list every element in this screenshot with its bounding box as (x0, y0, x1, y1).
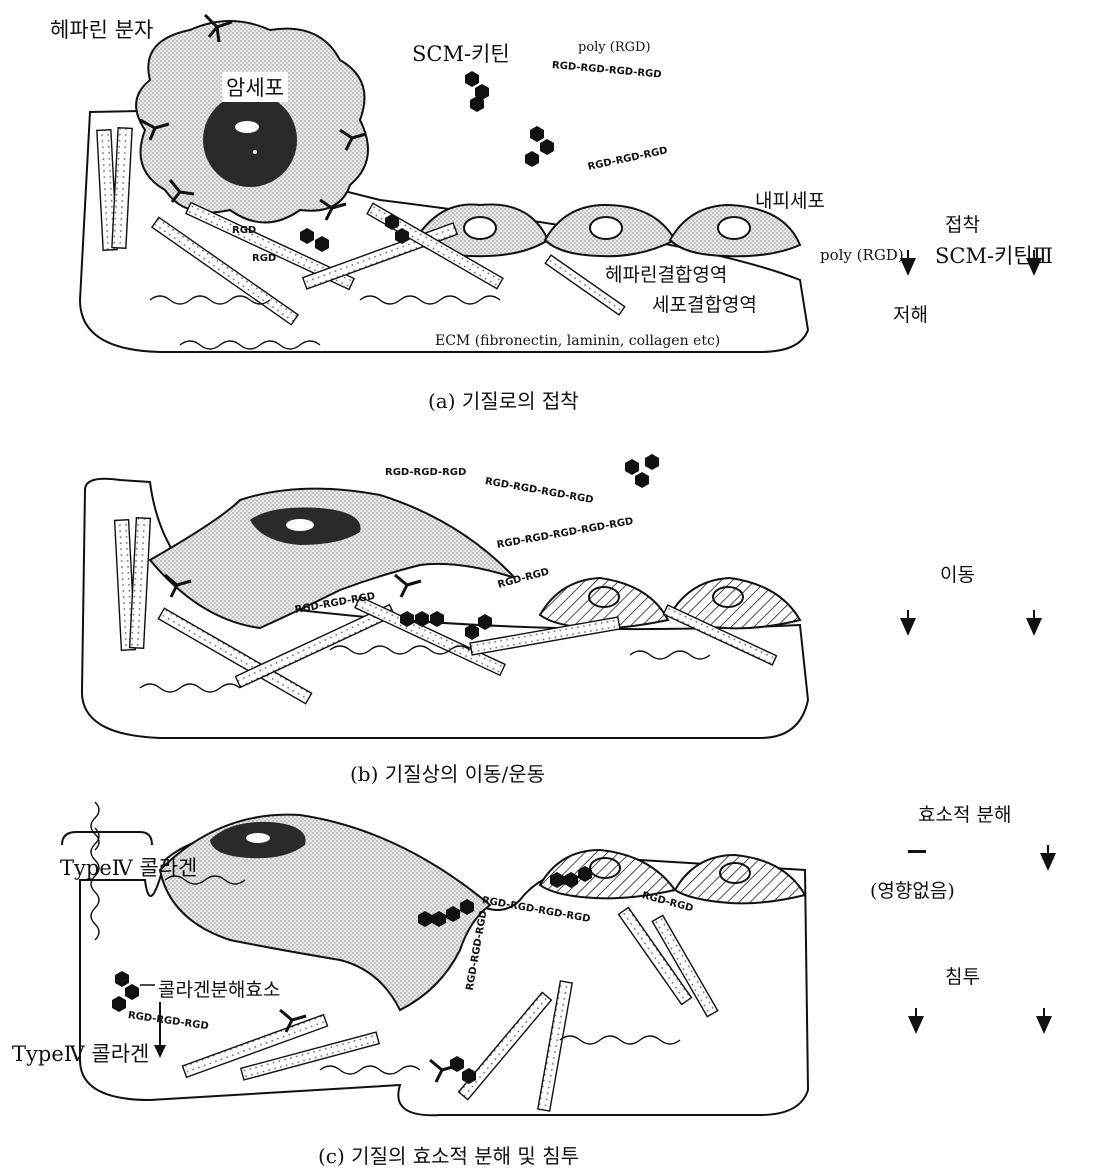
rgd-chain-b1: RGD-RGD-RGD (385, 467, 466, 478)
panel-b (82, 454, 808, 738)
cancer-cell-label: 암세포 (222, 72, 288, 102)
arrow-adhesion-col2 (1033, 250, 1035, 272)
endothelial-cell-label: 내피세포 (755, 186, 825, 213)
legend-enzymatic-degradation: 효소적 분해 (918, 800, 1011, 827)
legend-no-effect: (영향없음) (870, 876, 955, 903)
type4-collagen-bottom-label: TypeⅣ 콜라겐 (12, 1038, 149, 1068)
heparin-molecule-label: 헤파린 분자 (50, 14, 153, 44)
arrow-migration-col2 (1033, 610, 1035, 632)
arrow-adhesion-col1 (907, 250, 909, 272)
ecm-label: ECM (fibronectin, laminin, collagen etc) (435, 333, 720, 349)
caption-a: (a) 기질로의 접착 (428, 385, 579, 414)
scm-chitin-label: SCM-키틴 (412, 38, 510, 68)
legend-inhibition: 저해 (893, 300, 928, 327)
rgd-small-a1: RGD (232, 225, 256, 236)
type4-collagen-top-label: TypeⅣ 콜라겐 (60, 852, 197, 882)
legend-invasion: 침투 (945, 962, 980, 989)
cancer-nucleus-a (203, 93, 297, 187)
legend-col1-header: poly (RGD) (820, 246, 904, 264)
caption-c: (c) 기질의 효소적 분해 및 침투 (318, 1140, 579, 1169)
arrow-invasion-col1 (915, 1008, 917, 1030)
poly-rgd-label-a: poly (RGD) (578, 40, 651, 55)
arrow-enzymatic-col2 (1047, 845, 1049, 867)
collagenase-label: 콜라겐분해효소 (155, 975, 283, 1002)
arrow-invasion-col2 (1043, 1008, 1045, 1030)
caption-b: (b) 기질상의 이동/운동 (350, 758, 545, 787)
panel-c (62, 802, 808, 1115)
rgd-small-a2: RGD (252, 253, 276, 264)
dash-enzymatic-col1 (908, 850, 926, 853)
legend-migration: 이동 (940, 560, 975, 587)
legend-adhesion: 접착 (945, 210, 980, 237)
arrow-migration-col1 (907, 610, 909, 632)
heparin-binding-domain-label: 헤파린결합영역 (605, 260, 727, 287)
cell-binding-domain-label: 세포결합영역 (652, 290, 757, 317)
